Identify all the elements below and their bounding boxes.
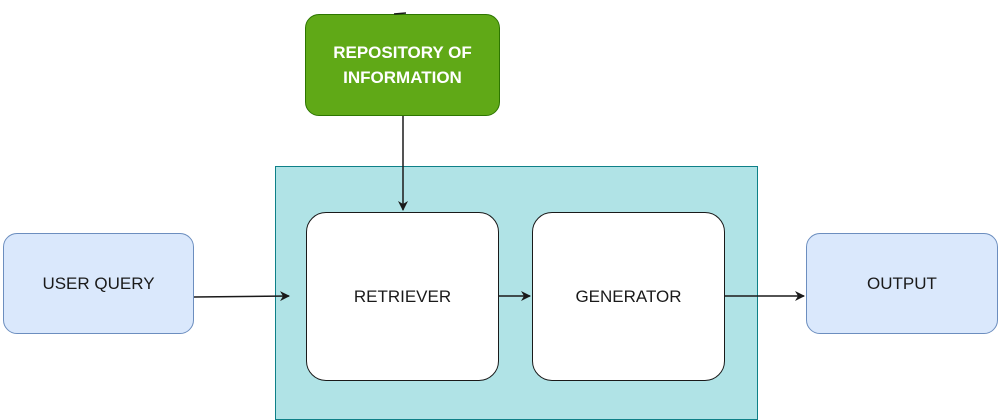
user-query-label: USER QUERY [42,273,155,293]
retriever-label: RETRIEVER [353,286,452,306]
generator-node: GENERATOR [532,212,725,381]
output-label: OUTPUT [867,273,937,293]
repository-label: REPOSITORY OF INFORMATION [333,43,472,87]
generator-label: GENERATOR [575,286,682,306]
repository-node: REPOSITORY OF INFORMATION [305,14,500,116]
output-node: OUTPUT [806,233,998,334]
retriever-node: RETRIEVER [306,212,499,381]
user-query-node: USER QUERY [3,233,194,334]
